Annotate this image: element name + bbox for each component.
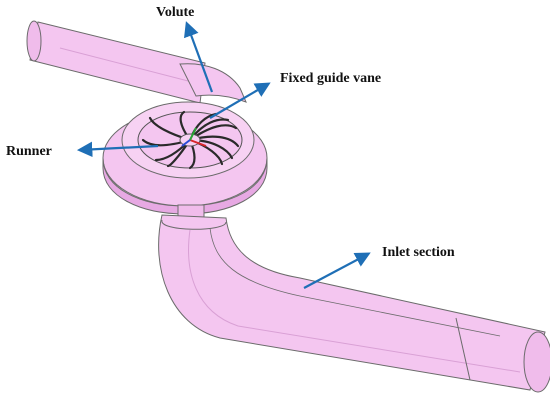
runner — [137, 110, 243, 170]
axis-x-icon — [189, 139, 207, 147]
label-fixed-guide-vane: Fixed guide vane — [280, 71, 381, 86]
label-inlet-section: Inlet section — [382, 245, 455, 260]
arrow-volute — [184, 21, 214, 93]
label-volute: Volute — [156, 5, 194, 20]
label-runner: Runner — [6, 144, 52, 159]
outlet-pipe — [26, 20, 206, 104]
arrow-fixed-guide-vane — [209, 82, 271, 119]
annotation-arrows — [76, 21, 371, 289]
axis-z-icon — [181, 139, 191, 147]
arrow-runner — [76, 141, 159, 158]
arrow-inlet-section — [303, 252, 371, 289]
inlet-elbow-pipe — [158, 214, 550, 393]
axis-y-icon — [189, 127, 197, 141]
